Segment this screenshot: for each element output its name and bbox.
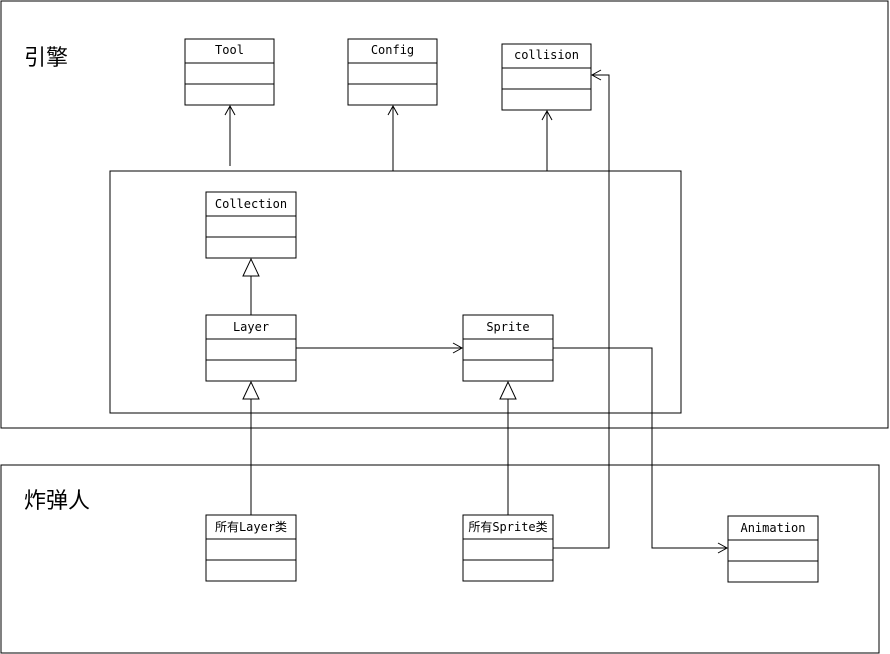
class-all-layer-name: 所有Layer类 — [215, 520, 287, 534]
package-engine: 引擎 — [0, 0, 889, 429]
class-layer[interactable]: Layer — [205, 314, 297, 382]
package-engine-frame — [0, 0, 889, 429]
class-sprite-name: Sprite — [486, 320, 529, 334]
edge-sprite-to-animation — [553, 347, 729, 554]
package-game-frame — [0, 464, 880, 654]
class-config[interactable]: Config — [347, 38, 438, 106]
class-all-sprite-name: 所有Sprite类 — [468, 520, 547, 534]
class-collision[interactable]: collision — [501, 43, 592, 111]
class-animation[interactable]: Animation — [727, 515, 819, 583]
package-game: 炸弹人 — [0, 464, 880, 654]
class-animation-name: Animation — [740, 521, 805, 535]
class-collision-name: collision — [514, 48, 579, 62]
class-collection[interactable]: Collection — [205, 191, 297, 259]
edge-all-sprite-to-collision — [553, 69, 610, 549]
class-all-sprite[interactable]: 所有Sprite类 — [462, 514, 554, 582]
class-tool[interactable]: Tool — [184, 38, 275, 106]
class-sprite[interactable]: Sprite — [462, 314, 554, 382]
class-all-layer[interactable]: 所有Layer类 — [205, 514, 297, 582]
class-layer-name: Layer — [233, 320, 269, 334]
package-game-label: 炸弹人 — [24, 489, 90, 514]
class-collection-name: Collection — [215, 197, 287, 211]
class-config-name: Config — [371, 43, 414, 57]
core-container — [109, 170, 682, 414]
class-tool-name: Tool — [215, 43, 244, 57]
package-engine-label: 引擎 — [24, 46, 68, 71]
